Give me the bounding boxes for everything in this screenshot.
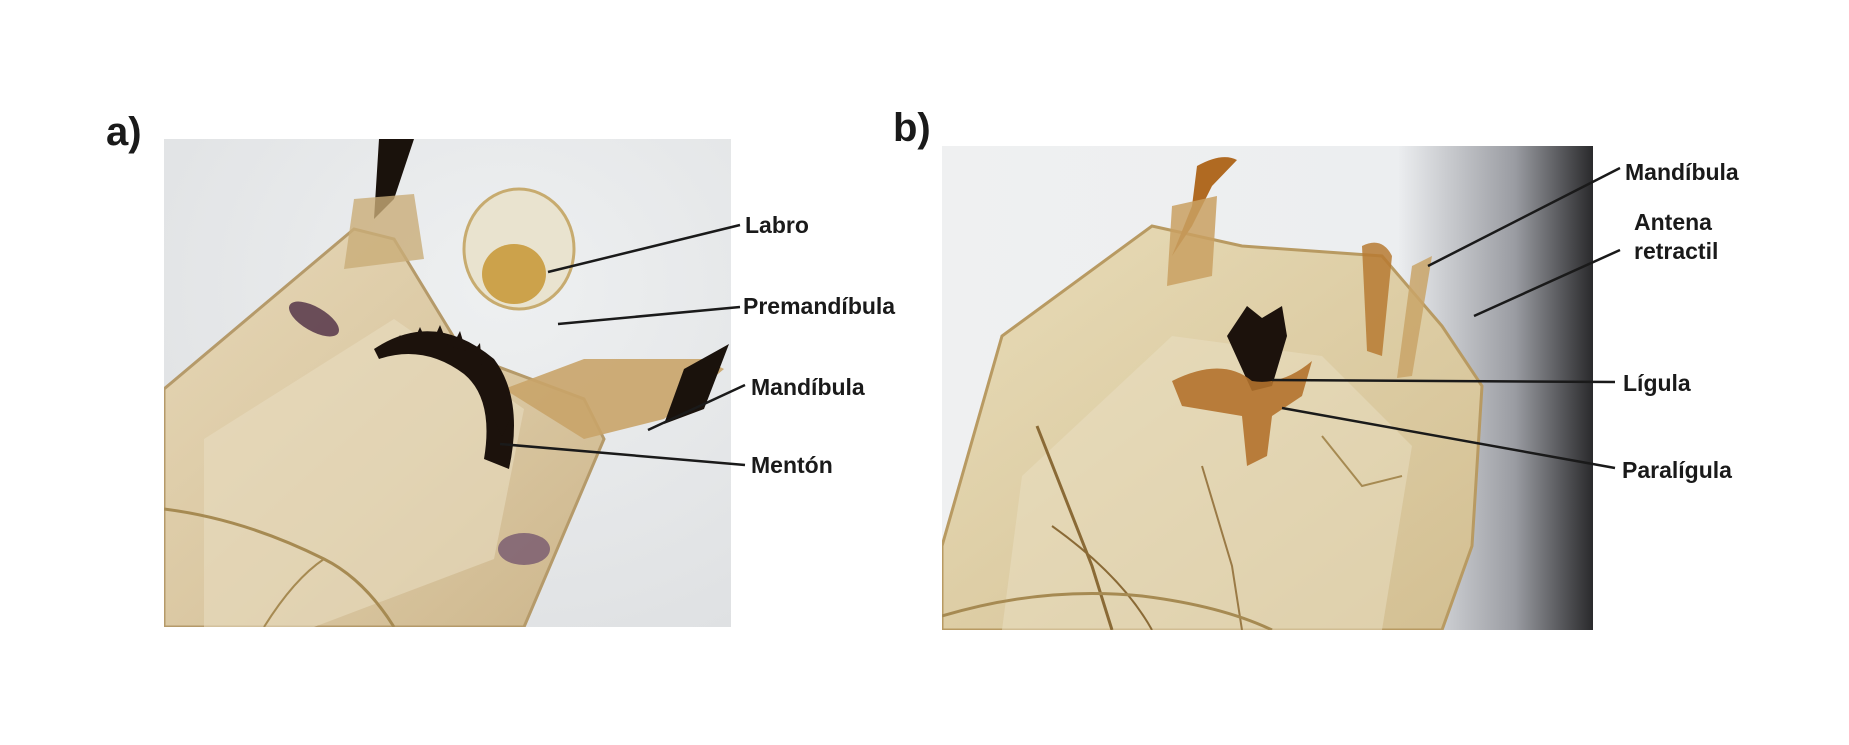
- label-antena-retractil: Antena retractil: [1634, 208, 1718, 266]
- panel-a-letter: a): [106, 110, 142, 154]
- label-labro: Labro: [745, 212, 809, 238]
- label-ligula: Lígula: [1623, 370, 1691, 396]
- panel-b-letter: b): [893, 106, 931, 150]
- label-menton: Mentón: [751, 452, 833, 478]
- label-antena-line1: Antena: [1634, 209, 1712, 235]
- micrograph-b: [942, 146, 1593, 630]
- micrograph-a: [164, 139, 731, 627]
- label-antena-line2: retractil: [1634, 237, 1719, 264]
- label-premandibula: Premandíbula: [743, 293, 896, 319]
- label-paraligula: Paralígula: [1622, 457, 1732, 483]
- label-mandibula-b: Mandíbula: [1625, 159, 1739, 185]
- label-mandibula-a: Mandíbula: [751, 374, 865, 400]
